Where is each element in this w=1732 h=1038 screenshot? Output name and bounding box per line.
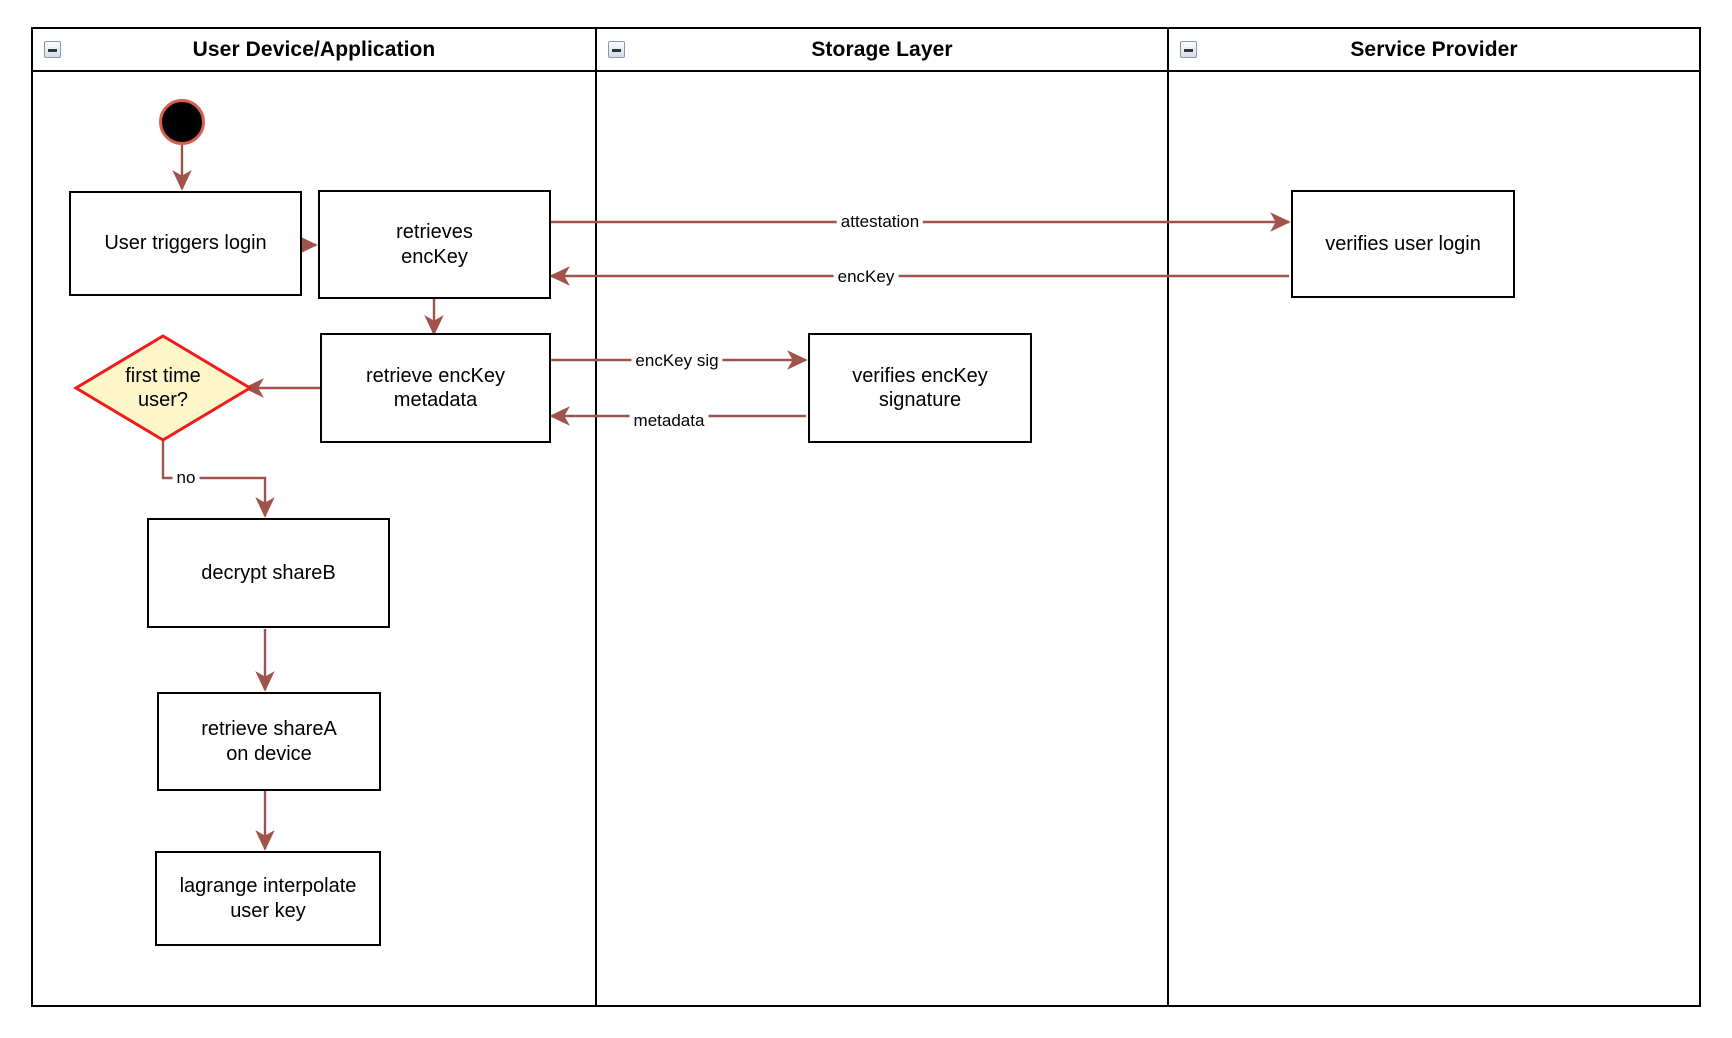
swimlane-title-service-provider: Service Provider bbox=[1350, 37, 1518, 61]
edge-label-no: no bbox=[172, 468, 200, 488]
swimlane-service-provider[interactable]: Service Provider bbox=[1167, 29, 1699, 1005]
node-first-time-user-decision[interactable]: first time user? bbox=[73, 333, 253, 443]
decision-label: first time user? bbox=[125, 365, 201, 411]
swimlane-header-storage-layer[interactable]: Storage Layer bbox=[597, 29, 1167, 72]
collapse-minus-icon[interactable] bbox=[1180, 41, 1197, 58]
edge-label-enckey-sig: encKey sig bbox=[631, 351, 723, 371]
node-user-triggers-login[interactable]: User triggers login bbox=[69, 191, 302, 296]
collapse-minus-icon[interactable] bbox=[44, 41, 61, 58]
start-node[interactable] bbox=[159, 99, 205, 145]
swimlane-storage-layer[interactable]: Storage Layer bbox=[595, 29, 1167, 1005]
swimlane-header-service-provider[interactable]: Service Provider bbox=[1169, 29, 1699, 72]
swimlane-title-storage-layer: Storage Layer bbox=[811, 37, 953, 61]
swimlane-header-user-device[interactable]: User Device/Application bbox=[33, 29, 595, 72]
node-retrieves-enckey[interactable]: retrieves encKey bbox=[318, 190, 551, 299]
collapse-minus-icon[interactable] bbox=[608, 41, 625, 58]
node-verifies-user-login[interactable]: verifies user login bbox=[1291, 190, 1515, 298]
swimlane-user-device[interactable]: User Device/Application bbox=[33, 29, 595, 1005]
swimlane-title-user-device: User Device/Application bbox=[192, 37, 436, 61]
node-verifies-enckey-signature[interactable]: verifies encKey signature bbox=[808, 333, 1032, 443]
edge-label-attestation: attestation bbox=[836, 212, 924, 232]
node-retrieve-sharea-on-device[interactable]: retrieve shareA on device bbox=[157, 692, 381, 791]
node-retrieve-enckey-metadata[interactable]: retrieve encKey metadata bbox=[320, 333, 551, 443]
edge-label-metadata: metadata bbox=[629, 411, 709, 431]
edge-label-enckey: encKey bbox=[833, 267, 899, 287]
node-lagrange-interpolate-user-key[interactable]: lagrange interpolate user key bbox=[155, 851, 381, 946]
node-decrypt-shareb[interactable]: decrypt shareB bbox=[147, 518, 390, 628]
